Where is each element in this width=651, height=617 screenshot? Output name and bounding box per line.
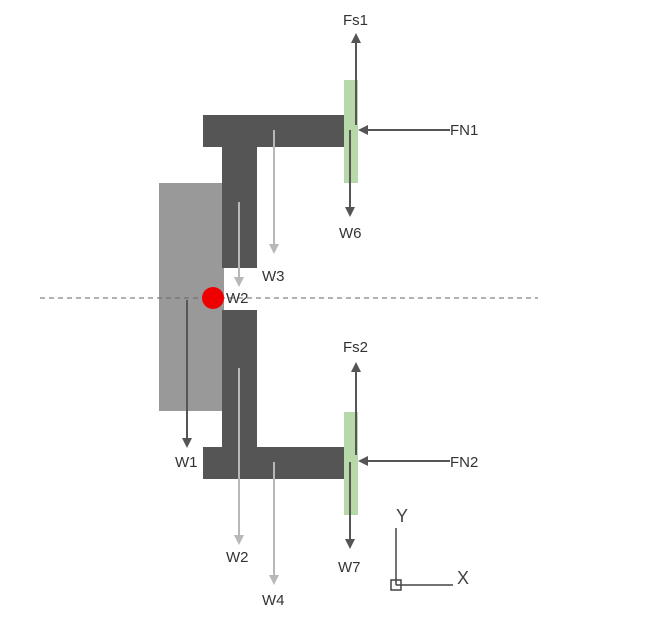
label-fs1: Fs1 <box>343 12 368 29</box>
label-w2-lower: W2 <box>226 549 249 566</box>
label-fn1: FN1 <box>450 122 478 139</box>
label-w4: W4 <box>262 592 285 609</box>
axis-label-y: Y <box>396 506 408 526</box>
label-w7: W7 <box>338 559 361 576</box>
label-w2-upper: W2 <box>226 290 249 307</box>
coordinate-axes: Y X <box>390 506 469 591</box>
pivot-point <box>202 287 224 309</box>
label-w3: W3 <box>262 268 285 285</box>
label-fs2: Fs2 <box>343 339 368 356</box>
label-fn2: FN2 <box>450 454 478 471</box>
axis-label-x: X <box>457 568 469 588</box>
label-w1: W1 <box>175 454 198 471</box>
origin-marker <box>390 579 402 591</box>
lower-bracket-arm <box>203 447 348 479</box>
label-w6: W6 <box>339 225 362 242</box>
